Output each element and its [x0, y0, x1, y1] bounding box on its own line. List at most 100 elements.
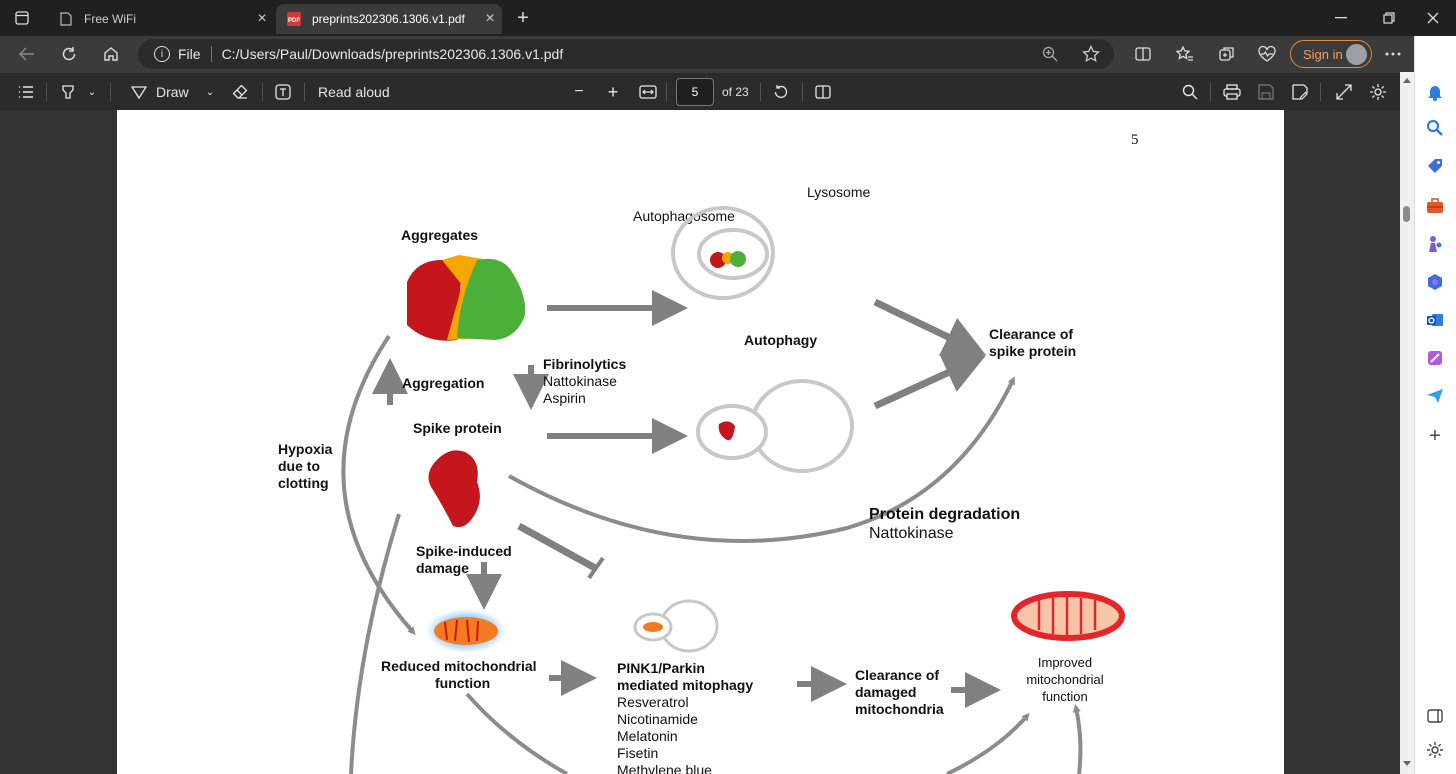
scrollbar-thumb[interactable]: [1403, 206, 1410, 222]
tools-icon[interactable]: [1423, 194, 1447, 218]
collections-icon[interactable]: [1212, 40, 1242, 68]
improved-label-3: function: [1042, 689, 1088, 704]
agent-resveratrol: Resveratrol: [617, 694, 689, 710]
sidebar-settings-icon[interactable]: [1423, 738, 1447, 762]
games-icon[interactable]: [1423, 232, 1447, 256]
divider: [110, 83, 111, 101]
hypoxia-label-3: clotting: [278, 475, 329, 491]
split-screen-icon[interactable]: [1128, 40, 1158, 68]
new-tab-button[interactable]: +: [517, 6, 529, 29]
autophagosome-label: Autophagosome: [633, 208, 735, 224]
divider: [304, 83, 305, 101]
sign-in-button[interactable]: Sign in: [1290, 40, 1372, 68]
chevron-down-icon[interactable]: ⌄: [205, 86, 215, 98]
outlook-icon[interactable]: [1423, 308, 1447, 332]
inhibition-arrow: [517, 522, 605, 580]
restore-icon[interactable]: [1366, 4, 1412, 32]
close-window-icon[interactable]: [1410, 4, 1456, 32]
zoom-in-button[interactable]: +: [607, 81, 619, 102]
reduced-mito-label-2: function: [435, 675, 490, 691]
curved-arrows: [341, 334, 1083, 774]
settings-gear-icon[interactable]: [1366, 79, 1390, 105]
page-icon: [58, 11, 74, 27]
spike-damage-label-2: damage: [416, 560, 469, 576]
save-icon[interactable]: [1254, 79, 1278, 105]
minimize-icon[interactable]: [1318, 4, 1364, 32]
spike-damage-label-1: Spike-induced: [416, 543, 512, 559]
document-viewer[interactable]: 5 Aggregates Lysosome Autophagosome Au: [0, 110, 1400, 774]
highlight-icon[interactable]: [56, 79, 80, 105]
back-icon[interactable]: [12, 40, 42, 68]
info-icon[interactable]: i: [154, 46, 170, 62]
draw-icon[interactable]: [128, 79, 150, 105]
svg-text:PDF: PDF: [288, 18, 300, 24]
tab-free-wifi[interactable]: Free WiFi ×: [48, 4, 274, 34]
designer-icon[interactable]: [1423, 346, 1447, 370]
divider: [760, 83, 761, 101]
autophagy-label: Autophagy: [744, 332, 817, 348]
search-icon[interactable]: [1178, 79, 1202, 105]
fit-width-icon[interactable]: [636, 79, 660, 105]
page-number: 5: [1131, 132, 1139, 148]
address-bar[interactable]: i File C:/Users/Paul/Downloads/preprints…: [138, 39, 1114, 69]
reduced-mito-label-1: Reduced mitochondrial: [381, 658, 537, 674]
add-icon[interactable]: +: [1429, 424, 1441, 447]
sidebar-layout-icon[interactable]: [1423, 704, 1447, 728]
divider: [1210, 83, 1211, 101]
fullscreen-icon[interactable]: [1332, 79, 1356, 105]
clearance-damaged-label-3: mitochondria: [855, 701, 944, 717]
print-icon[interactable]: [1220, 79, 1244, 105]
zoom-out-button[interactable]: −: [574, 83, 584, 100]
text-box-icon[interactable]: [272, 79, 294, 105]
page-number-input[interactable]: 5: [676, 78, 714, 106]
agent-nicotinamide: Nicotinamide: [617, 711, 698, 727]
notifications-icon[interactable]: [1423, 80, 1447, 104]
tab-label: preprints202306.1306.v1.pdf: [312, 12, 465, 26]
page-view-icon[interactable]: [812, 79, 834, 105]
figure: 5 Aggregates Lysosome Autophagosome Au: [278, 132, 1139, 774]
more-options-icon[interactable]: [1378, 40, 1408, 68]
zoom-icon[interactable]: [1042, 46, 1058, 65]
chevron-down-icon[interactable]: ⌄: [87, 86, 97, 98]
tab-label: Free WiFi: [84, 12, 136, 26]
copilot-app-icon[interactable]: [1423, 270, 1447, 294]
clearance-spike-label-1: Clearance of: [989, 326, 1073, 342]
fibrinolytics-label: Fibrinolytics: [543, 356, 626, 372]
save-as-icon[interactable]: [1288, 79, 1312, 105]
read-aloud-button[interactable]: Read aloud: [318, 84, 390, 100]
home-icon[interactable]: [96, 40, 126, 68]
spike-protein-label: Spike protein: [413, 420, 502, 436]
aggregates-image: [407, 255, 526, 341]
lysosome-label: Lysosome: [807, 184, 871, 200]
spike-protein-image: [428, 450, 480, 528]
page-total-label: of 23: [722, 85, 749, 99]
pdf-icon: PDF: [286, 11, 302, 27]
browser-essentials-icon[interactable]: [1252, 40, 1282, 68]
divider: [666, 83, 667, 101]
contents-icon[interactable]: [14, 79, 38, 105]
search-icon[interactable]: [1423, 116, 1447, 140]
rotate-icon[interactable]: [770, 79, 792, 105]
tab-pdf[interactable]: PDF preprints202306.1306.v1.pdf ×: [276, 4, 502, 34]
favorite-star-icon[interactable]: [1082, 44, 1100, 66]
pdf-page: 5 Aggregates Lysosome Autophagosome Au: [117, 110, 1284, 774]
improved-label-2: mitochondrial: [1026, 672, 1103, 687]
spike-cargo: [718, 421, 735, 441]
vertical-scrollbar[interactable]: [1400, 72, 1414, 774]
favorites-icon[interactable]: [1170, 40, 1200, 68]
tab-actions-icon[interactable]: [2, 4, 42, 32]
close-tab-icon[interactable]: ×: [257, 10, 267, 27]
draw-button[interactable]: Draw: [156, 84, 189, 100]
scroll-up-icon[interactable]: [1403, 78, 1411, 83]
send-icon[interactable]: [1423, 384, 1447, 408]
scroll-down-icon[interactable]: [1403, 761, 1411, 766]
close-tab-icon[interactable]: ×: [485, 10, 495, 27]
navigation-bar: i File C:/Users/Paul/Downloads/preprints…: [0, 36, 1456, 72]
refresh-icon[interactable]: [54, 40, 84, 68]
pink1-label-2: mediated mitophagy: [617, 677, 753, 693]
shopping-tag-icon[interactable]: [1423, 154, 1447, 178]
eraser-icon[interactable]: [228, 79, 252, 105]
divider: [802, 83, 803, 101]
aggregates-label: Aggregates: [401, 227, 478, 243]
url-text[interactable]: C:/Users/Paul/Downloads/preprints202306.…: [221, 46, 564, 62]
